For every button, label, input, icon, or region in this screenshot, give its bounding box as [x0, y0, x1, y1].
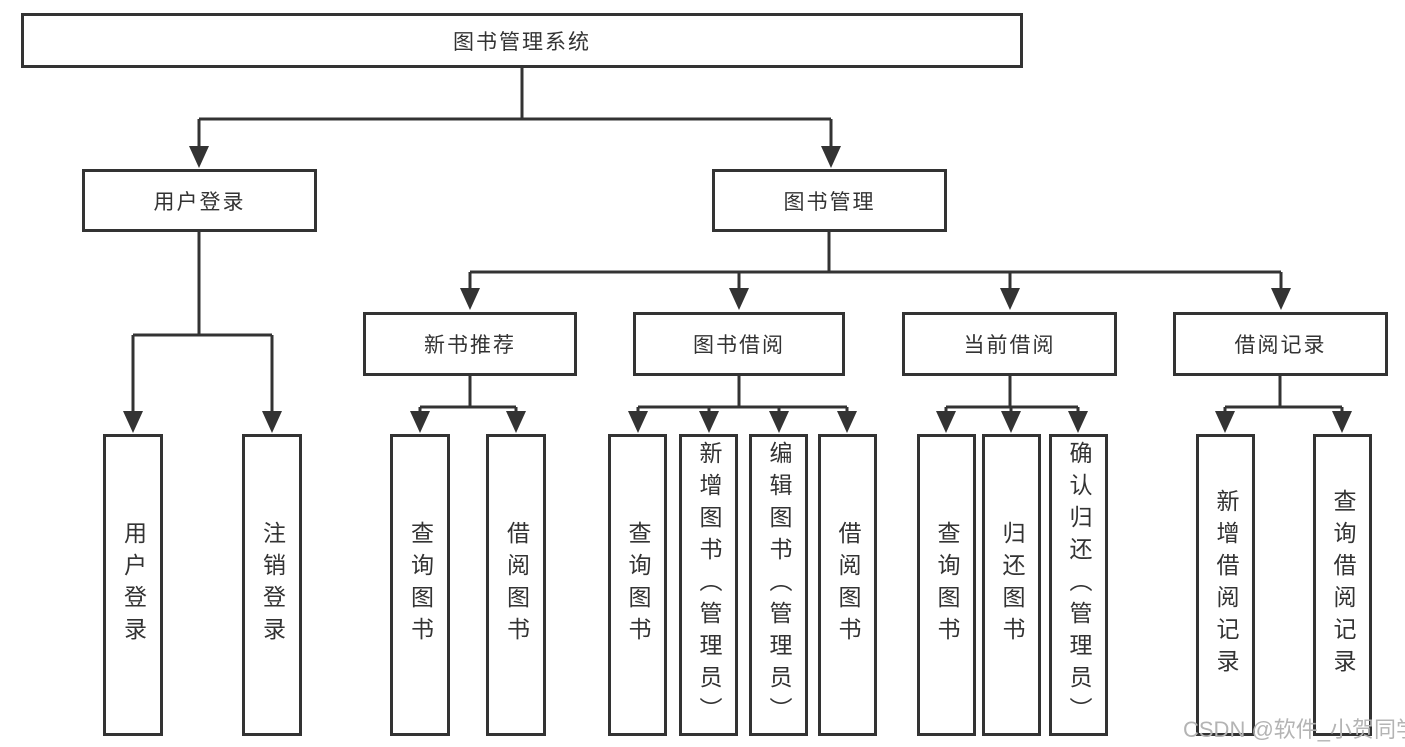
node-label: 图书管理	[783, 190, 876, 214]
leaf-confirm-return-admin: 确认归还（管理员）	[1049, 434, 1108, 736]
arrowhead-icon	[936, 411, 956, 433]
arrowhead-icon	[410, 411, 430, 433]
arrowhead-icon	[1000, 288, 1020, 310]
arrowhead-icon	[628, 411, 648, 433]
leaf-edit-books-admin: 编辑图书（管理员）	[749, 434, 808, 736]
arrowhead-icon	[262, 411, 282, 433]
arrowhead-icon	[1001, 411, 1021, 433]
arrowhead-icon	[460, 288, 480, 310]
leaf-user-login: 用户登录	[103, 434, 163, 736]
arrowhead-icon	[1332, 411, 1352, 433]
node-label: 当前借阅	[963, 334, 1056, 357]
arrowhead-icon	[1215, 411, 1235, 433]
leaf-label: 用户登录	[120, 521, 147, 649]
arrowhead-icon	[1068, 411, 1088, 433]
arrowhead-group	[123, 146, 1352, 433]
leaf-query-books-borrowing: 查询图书	[608, 434, 667, 736]
leaf-label: 新增借阅记录	[1213, 489, 1239, 681]
leaf-label: 查询借阅记录	[1330, 489, 1356, 681]
node-current-borrowing: 当前借阅	[902, 312, 1117, 376]
csdn-watermark: CSDN @软件_小贺同学	[1183, 717, 1405, 742]
arrowhead-icon	[821, 146, 841, 168]
arrowhead-icon	[506, 411, 526, 433]
leaf-query-borrow-record: 查询借阅记录	[1313, 434, 1372, 736]
node-user-login: 用户登录	[82, 169, 317, 232]
node-label: 用户登录	[153, 190, 246, 214]
leaf-add-books-admin: 新增图书（管理员）	[679, 434, 738, 736]
node-new-book-recommendation: 新书推荐	[363, 312, 577, 376]
leaf-label: 查询图书	[934, 521, 960, 649]
arrowhead-icon	[699, 411, 719, 433]
arrowhead-icon	[189, 146, 209, 168]
node-label: 图书借阅	[693, 334, 785, 357]
leaf-logout: 注销登录	[242, 434, 302, 736]
node-label: 新书推荐	[424, 334, 516, 357]
node-label: 借阅记录	[1234, 334, 1327, 357]
leaf-label: 新增图书（管理员）	[696, 441, 722, 729]
arrowhead-icon	[769, 411, 789, 433]
leaf-label: 借阅图书	[503, 521, 530, 649]
leaf-query-books-recommend: 查询图书	[390, 434, 450, 736]
node-label: 图书管理系统	[453, 30, 591, 54]
leaf-label: 归还图书	[999, 521, 1025, 649]
leaf-label: 查询图书	[625, 521, 651, 649]
leaf-label: 注销登录	[259, 521, 286, 649]
node-book-borrowing: 图书借阅	[633, 312, 845, 376]
node-library-management-system: 图书管理系统	[21, 13, 1023, 68]
arrowhead-icon	[123, 411, 143, 433]
connector-path	[131, 68, 1344, 413]
arrowhead-icon	[1271, 288, 1291, 310]
leaf-add-borrow-record: 新增借阅记录	[1196, 434, 1255, 736]
leaf-borrow-books: 借阅图书	[818, 434, 877, 736]
node-book-management: 图书管理	[712, 169, 947, 232]
arrowhead-icon	[837, 411, 857, 433]
leaf-label: 编辑图书（管理员）	[766, 441, 792, 729]
leaf-return-books: 归还图书	[982, 434, 1041, 736]
leaf-borrow-books-recommend: 借阅图书	[486, 434, 546, 736]
arrowhead-icon	[729, 288, 749, 310]
node-borrowing-records: 借阅记录	[1173, 312, 1388, 376]
leaf-label: 确认归还（管理员）	[1066, 441, 1092, 729]
leaf-label: 查询图书	[407, 521, 434, 649]
leaf-label: 借阅图书	[835, 521, 861, 649]
leaf-query-books-current: 查询图书	[917, 434, 976, 736]
